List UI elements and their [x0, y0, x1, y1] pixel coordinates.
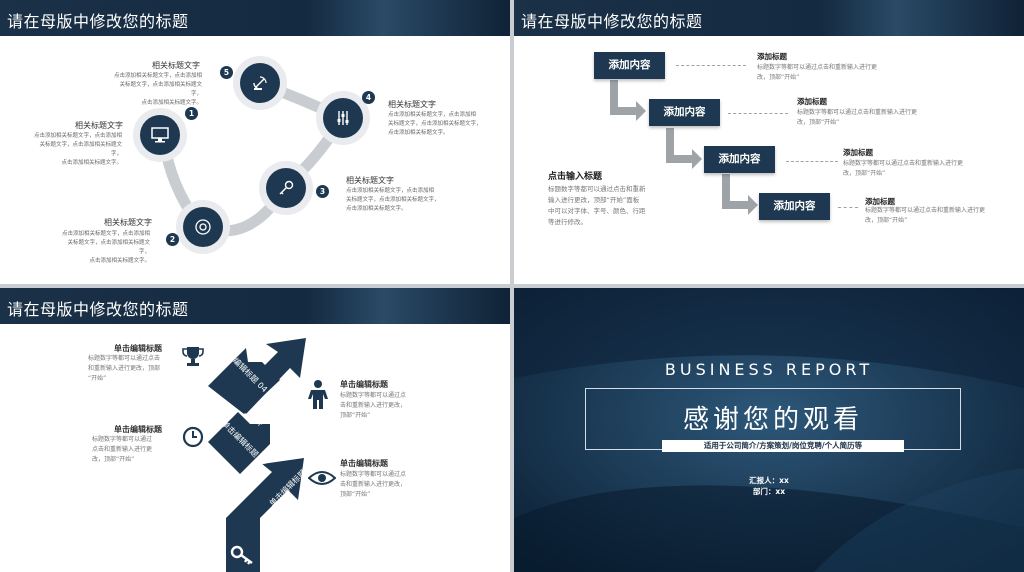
- callout-2-head: 添加标题: [797, 97, 827, 106]
- background-waves: [514, 288, 1024, 572]
- report-label: BUSINESS REPORT: [664, 360, 874, 379]
- slide-3[interactable]: 请在母版中修改您的标题 单击编辑标题 01 单击编辑标题 02 单击编辑标题 0…: [0, 288, 510, 572]
- slide-2[interactable]: 请在母版中修改您的标题 添加内容 添加内容 添加内容 添加内容 添加标题 标题数…: [514, 0, 1024, 284]
- slide-title: 请在母版中修改您的标题: [521, 12, 703, 31]
- callout-2-body: 标题数字等都可以通过点击和重新输入进行更改，顶部“开始”: [797, 109, 918, 126]
- item-4-body: 点击添加相关标题文字，点击添加相关标题文字，点击添加相关标题文字，点击添加相关标…: [388, 112, 482, 136]
- slide-header: 请在母版中修改您的标题: [514, 0, 1024, 36]
- arrow-stair: [208, 338, 306, 572]
- left-item-1-body: 标题数字等都可以通过点击和重新输入进行更改，顶部“开始”: [88, 355, 161, 382]
- step-2-number: 2: [166, 233, 179, 246]
- side-title: 点击输入标题: [548, 172, 603, 182]
- step-3-inner: [266, 168, 306, 208]
- trophy-icon: [182, 347, 204, 366]
- left-item-2-head: 单击编辑标题: [114, 425, 162, 434]
- slide-4[interactable]: BUSINESS REPORT 感谢您的观看 适用于公司简介/方案策划/岗位竞聘…: [514, 288, 1024, 572]
- slide-header: 请在母版中修改您的标题: [0, 288, 510, 324]
- item-1-body: 点击添加相关标题文字，点击添加相关标题文字，点击添加相关标题文字，点击添加相关标…: [33, 133, 122, 166]
- thanks-title: 感谢您的观看: [682, 405, 863, 435]
- step-5-number: 5: [220, 66, 233, 79]
- callout-3-body: 标题数字等都可以通过点击和重新输入进行更改，顶部“开始”: [843, 160, 964, 177]
- content-box-2[interactable]: 添加内容: [649, 99, 720, 126]
- slide-title: 请在母版中修改您的标题: [7, 300, 189, 319]
- step-5-inner: [240, 63, 280, 103]
- item-3-body: 点击添加相关标题文字，点击添加相关标题文字，点击添加相关标题文字，点击添加相关标…: [346, 188, 440, 212]
- satellite-icon: [253, 76, 267, 90]
- content-box-1[interactable]: 添加内容: [594, 52, 665, 79]
- item-5-head: 相关标题文字: [152, 61, 200, 70]
- key-icon: [230, 545, 253, 565]
- left-item-2-body: 标题数字等都可以通过点击和重新输入进行更改，顶部“开始”: [92, 436, 153, 463]
- step-4-inner: [323, 98, 363, 138]
- step-4-number: 4: [362, 91, 375, 104]
- callout-1-head: 添加标题: [757, 52, 787, 61]
- item-3-head: 相关标题文字: [346, 176, 394, 185]
- leader-line-1: [676, 65, 746, 66]
- leader-line-2: [728, 113, 788, 114]
- clock-icon: [182, 426, 204, 448]
- content-box-4[interactable]: 添加内容: [759, 193, 830, 220]
- slide-header: 请在母版中修改您的标题: [0, 0, 510, 36]
- eye-icon: [308, 471, 336, 485]
- department: 部门：xx: [752, 487, 786, 496]
- right-item-1-body: 标题数字等都可以通过点击和重新输入进行更改，顶部“开始”: [340, 392, 407, 419]
- subtitle-banner: 适用于公司简介/方案策划/岗位竞聘/个人简历等: [662, 440, 904, 452]
- step-arrows: [610, 80, 758, 215]
- leader-line-4: [838, 207, 858, 208]
- right-item-1-head: 单击编辑标题: [340, 380, 388, 389]
- slide-title: 请在母版中修改您的标题: [7, 12, 189, 31]
- key-icon: [279, 180, 294, 195]
- step-1-inner: [140, 115, 180, 155]
- slide-1[interactable]: 请在母版中修改您的标题 1 2 3: [0, 0, 510, 284]
- step-2-inner: [183, 207, 223, 247]
- reporter: 汇报人：xx: [749, 476, 789, 485]
- step-3-number: 3: [316, 185, 329, 198]
- item-1-head: 相关标题文字: [75, 121, 123, 130]
- side-body: 标题数字等都可以通过点击和重新输入进行更改，顶部“开始”面板中可以对字体、字号、…: [548, 185, 646, 226]
- item-2-body: 点击添加相关标题文字，点击添加相关标题文字，点击添加相关标题文字，点击添加相关标…: [61, 231, 150, 264]
- right-item-2-body: 标题数字等都可以通过点击和重新输入进行更改，顶部“开始”: [340, 471, 407, 498]
- step-1-number: 1: [185, 107, 198, 120]
- callout-1-body: 标题数字等都可以通过点击和重新输入进行更改，顶部“开始”: [757, 64, 878, 81]
- callout-4-head: 添加标题: [865, 197, 895, 206]
- content-box-3[interactable]: 添加内容: [704, 146, 775, 173]
- leader-line-3: [786, 161, 838, 162]
- callout-4-body: 标题数字等都可以通过点击和重新输入进行更改，顶部“开始”: [865, 207, 986, 224]
- item-4-head: 相关标题文字: [388, 100, 436, 109]
- item-2-head: 相关标题文字: [104, 218, 152, 227]
- item-5-body: 点击添加相关标题文字，点击添加相关标题文字，点击添加相关标题文字，点击添加相关标…: [113, 73, 202, 106]
- person-icon: [308, 380, 328, 409]
- disc-icon: [195, 219, 211, 235]
- right-item-2-head: 单击编辑标题: [340, 459, 388, 468]
- left-item-1-head: 单击编辑标题: [114, 344, 162, 353]
- monitor-icon: [151, 127, 169, 143]
- callout-3-head: 添加标题: [843, 148, 873, 157]
- sliders-icon: [337, 111, 349, 125]
